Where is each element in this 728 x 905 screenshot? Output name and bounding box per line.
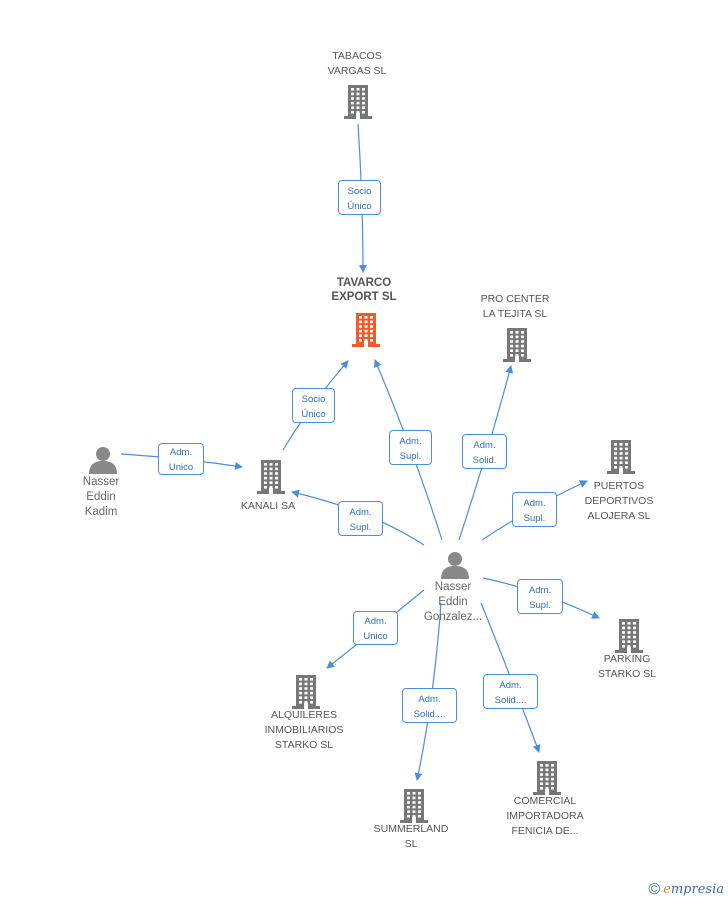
building-icon-shape [533, 761, 561, 795]
building-icon[interactable] [352, 313, 380, 352]
building-icon[interactable] [257, 460, 285, 499]
building-icon-shape [292, 675, 320, 709]
node-label-tavarco: TAVARCO EXPORT SL [331, 277, 397, 303]
building-icon-shape [352, 313, 380, 347]
brand-name: mpresia [670, 882, 724, 897]
building-icon[interactable] [615, 619, 643, 658]
copyright-icon: © [648, 881, 661, 898]
building-icon-shape [257, 460, 285, 494]
edge-label-tabacos-tavarco[interactable]: Socio Único [338, 180, 381, 215]
building-icon[interactable] [607, 440, 635, 479]
building-icon[interactable] [533, 761, 561, 800]
edge-label-gonzalez-comercial[interactable]: Adm. Solid.... [483, 674, 538, 709]
building-icon-shape [503, 328, 531, 362]
building-icon[interactable] [344, 85, 372, 124]
person-icon[interactable] [89, 446, 117, 479]
node-label-kanali: KANALI SA [240, 500, 296, 512]
person-icon[interactable] [441, 551, 469, 584]
edge-label-gonzalez-puertos[interactable]: Adm. Supl. [512, 492, 557, 527]
node-label-comercial: COMERCIAL IMPORTADORA FENICIA DE... [506, 795, 584, 837]
building-icon[interactable] [292, 675, 320, 714]
edge-label-gonzalez-procenter[interactable]: Adm. Solid. [462, 434, 507, 469]
edge-label-gonzalez-alquileres[interactable]: Adm. Unico [353, 611, 398, 645]
footer-brand: ©empresia [648, 881, 724, 899]
edge-label-gonzalez-parking[interactable]: Adm. Supl. [517, 579, 563, 614]
node-label-tabacos: TABACOS VARGAS SL [327, 50, 387, 77]
edge-label-gonzalez-summerland[interactable]: Adm. Solid.... [402, 688, 457, 723]
node-label-puertos: PUERTOS DEPORTIVOS ALOJERA SL [584, 480, 654, 522]
building-icon-shape [615, 619, 643, 653]
edge-label-kanali-tavarco[interactable]: Socio Único [292, 388, 335, 423]
node-label-parking: PARKING STARKO SL [597, 653, 657, 680]
building-icon-shape [607, 440, 635, 474]
node-label-gonzalez: Nasser Eddin Gonzalez... [423, 581, 483, 623]
edge-label-gonzalez-kanali[interactable]: Adm. Supl. [338, 501, 383, 536]
building-icon[interactable] [400, 789, 428, 828]
person-icon-shape [441, 552, 469, 579]
node-label-procenter: PRO CENTER LA TEJITA SL [480, 293, 550, 320]
building-icon-shape [344, 85, 372, 119]
node-label-summerland: SUMMERLAND SL [373, 823, 449, 850]
edge-label-kadim-kanali[interactable]: Adm. Unico [158, 443, 204, 475]
edge-label-gonzalez-tavarco[interactable]: Adm. Supl. [389, 430, 432, 465]
building-icon[interactable] [503, 328, 531, 367]
node-label-kadim: Nasser Eddin Kadim [82, 476, 120, 518]
brand-initial: e [663, 882, 671, 897]
person-icon-shape [89, 447, 117, 474]
node-label-alquileres: ALQUILERES INMOBILIARIOS STARKO SL [264, 709, 344, 751]
building-icon-shape [400, 789, 428, 823]
